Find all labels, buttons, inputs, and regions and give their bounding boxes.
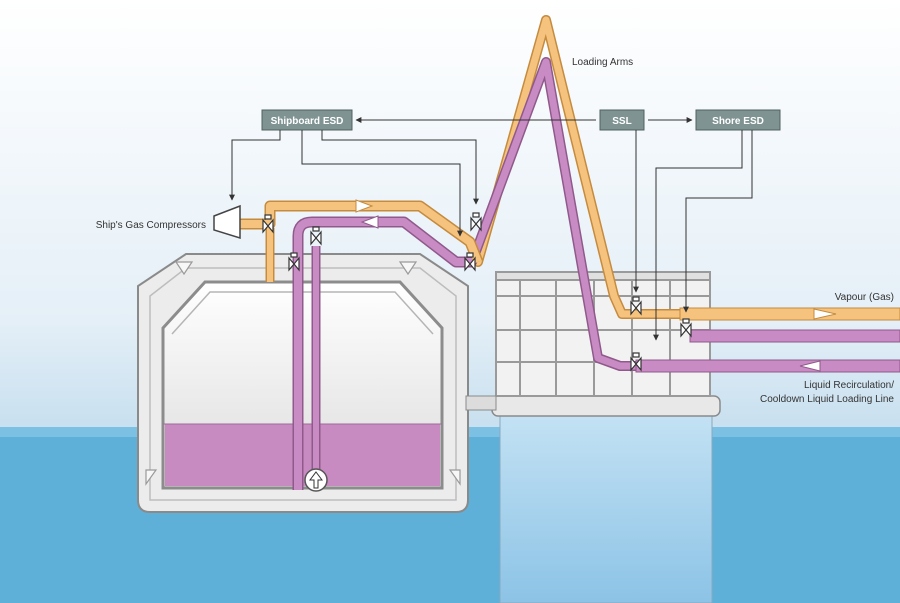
shipboard-esd-label: Shipboard ESD [271, 116, 344, 127]
ships-gas-compressors-label: Ship's Gas Compressors [96, 220, 206, 231]
shore-liquid-line-upper [689, 329, 900, 343]
shore-esd-box: Shore ESD [695, 109, 781, 131]
shore-liquid-line-lower [635, 359, 900, 373]
shipboard-esd-box: Shipboard ESD [261, 109, 353, 131]
liquid-flow-arrow [360, 215, 379, 229]
pump-icon [304, 468, 328, 492]
liquid-line-label-2: Cooldown Liquid Loading Line [760, 394, 894, 405]
ssl-box: SSL [599, 109, 645, 131]
ssl-label: SSL [612, 116, 631, 127]
loading-arms-label: Loading Arms [572, 57, 633, 68]
quay-deck [491, 395, 721, 417]
vapour-flow-arrow [355, 199, 374, 213]
liquid-line-label-1: Liquid Recirculation/ [804, 380, 894, 391]
gas-compressor-icon [213, 204, 241, 240]
shore-esd-label: Shore ESD [712, 116, 764, 127]
control-signal-lines [229, 117, 753, 341]
jetty-frame [495, 271, 711, 397]
vapour-label: Vapour (Gas) [835, 292, 894, 303]
shore-vapour-line [679, 307, 900, 321]
tank-chocks [145, 261, 461, 486]
quay-water-column [499, 411, 713, 603]
butterfly-valve-icon [262, 212, 692, 372]
